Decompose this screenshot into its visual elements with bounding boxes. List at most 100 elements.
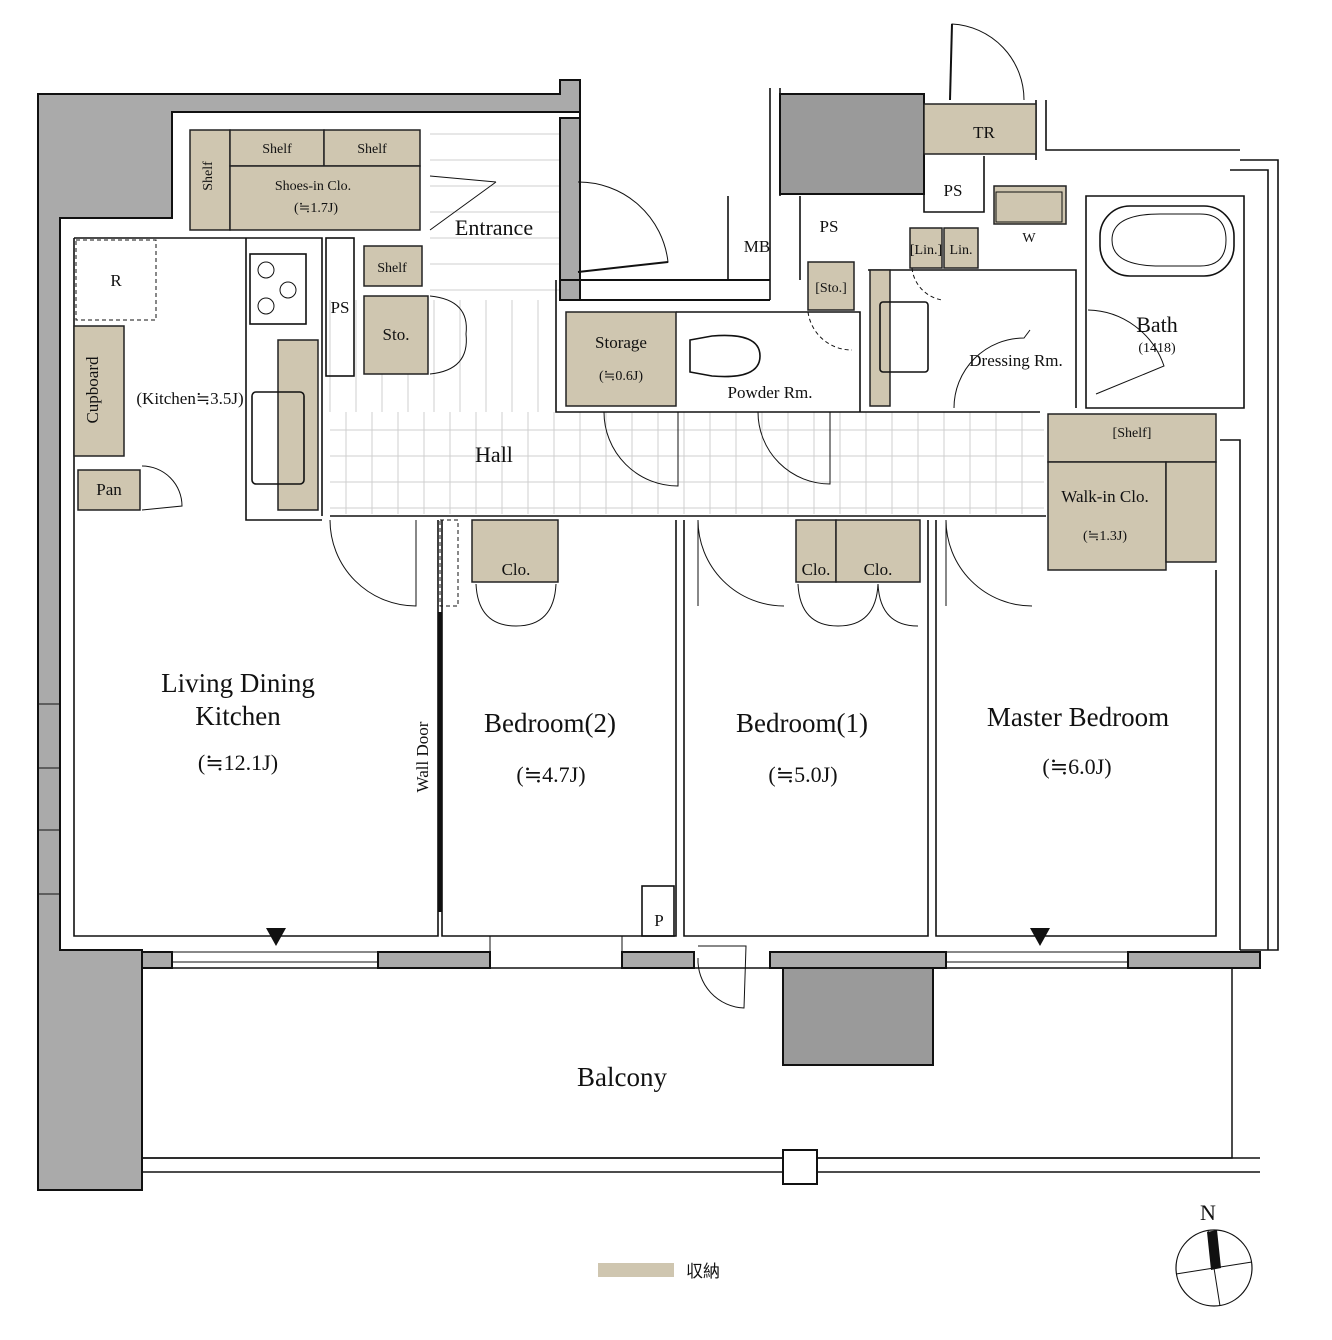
linen-block-1 [909,227,943,269]
clo-bedroom2-doors [475,583,557,627]
label-ps-hall: PS [820,217,839,236]
linen-door [911,267,943,301]
storage-blocks [73,129,1217,583]
label-bedroom1: Bedroom(1) [736,708,868,738]
shelf-entrance-block [363,245,423,287]
label-lin-1: [Lin.] [910,243,942,258]
master-door [945,519,1033,607]
shoes-closet-block [229,165,421,231]
label-ps-kitchen: PS [331,298,350,317]
label-shelf-1: Shelf [262,142,292,157]
doors [141,23,1165,1009]
label-cupboard: Cupboard [83,356,102,424]
walkin-shelf-block [1047,413,1217,463]
legend: 収納 [598,1262,720,1282]
balcony-structure [782,954,934,1066]
dressing-door [953,329,1031,409]
cupboard-block [73,325,125,457]
room-labels: Shelf Shelf Shelf Shoes-in Clo. (≒1.7J) … [83,123,1178,1092]
label-master: Master Bedroom [987,702,1169,732]
label-shelf-2: Shelf [357,142,387,157]
pantry-block [77,469,141,511]
burner-icon [257,297,275,315]
label-clo-2: Clo. [802,560,831,579]
walkin-side-block [1165,461,1217,563]
ldk-window [171,951,379,963]
outer-walls [37,79,1279,1191]
kitchen-sink [251,391,305,485]
label-shelf-entrance: Shelf [377,261,407,276]
bathtub-icon [1099,205,1235,277]
balcony-door [697,945,747,1009]
compass: N [1175,1200,1253,1307]
burner-icon [279,281,297,299]
label-bedroom2: Bedroom(2) [484,708,616,738]
powder-door [757,411,831,485]
pipe-space [641,885,675,937]
label-pipe: P [654,911,663,930]
closet-bedroom2-block [471,519,559,583]
label-master-size: (≒6.0J) [1042,754,1111,779]
storage-hall-block [565,311,677,407]
view-arrow-icon [266,928,286,946]
label-lin-2: Lin. [950,243,973,258]
label-washer: W [1022,231,1036,246]
clo-bedroom1-doors [797,583,919,627]
sto-kitchen-door [429,295,467,375]
label-ldk-size: (≒12.1J) [198,750,278,775]
tr-door [949,23,1025,101]
label-ldk-line2: Kitchen [195,701,281,731]
dressing-basin [879,301,929,373]
label-bedroom2-size: (≒4.7J) [516,762,585,787]
fixtures [75,191,1235,937]
label-wall-door: Wall Door [413,721,432,792]
powder-sto-door [807,311,853,351]
master-window [945,951,1129,963]
label-shoes-clo: Shoes-in Clo. [275,179,351,194]
closet-bedroom1-block-b [835,519,921,583]
label-pan: Pan [96,480,122,499]
shelf-block-2 [323,129,421,167]
burner-icon [257,261,275,279]
label-clo-3: Clo. [864,560,893,579]
balcony-area [141,954,1260,1185]
storage-powder-block [807,261,855,311]
wall-door-pocket [439,519,459,607]
balcony-column [782,1149,818,1185]
shelf-side-block [189,129,231,231]
label-clo-1: Clo. [502,560,531,579]
label-balcony: Balcony [577,1062,667,1092]
label-shelf-walkin: [Shelf] [1113,426,1152,441]
label-hall: Hall [475,442,513,467]
west-window-1 [37,703,61,769]
cooktop [249,253,307,325]
label-bedroom1-size: (≒5.0J) [768,762,837,787]
hall-tiles [329,133,1050,515]
west-window-2 [37,829,61,895]
bedroom2-window [489,935,623,969]
label-shelf-side: Shelf [201,161,216,191]
view-arrow-icon [1030,928,1050,946]
pan-door [141,465,183,511]
label-tr: TR [973,123,995,142]
label-mb: MB [744,237,770,256]
label-storage-size: (≒0.6J) [599,369,643,384]
label-storage: Storage [595,333,647,352]
ldk-door [329,519,417,607]
label-dressing-rm: Dressing Rm. [969,351,1063,370]
washer-icon [995,191,1063,223]
shaft-structure [779,93,925,195]
label-sto-kitchen: Sto. [383,325,410,344]
bath-door [1087,309,1165,395]
label-ps-bath: PS [944,181,963,200]
counter-block [277,339,319,511]
toilet-icon [689,334,761,378]
trunk-room [923,103,1037,155]
windows [37,703,1129,969]
interior-walls [73,156,1245,937]
linen-block-2 [943,227,979,269]
legend-label: 収納 [686,1262,720,1282]
shoes-door [429,175,497,231]
label-walkin-clo: Walk-in Clo. [1061,487,1148,506]
